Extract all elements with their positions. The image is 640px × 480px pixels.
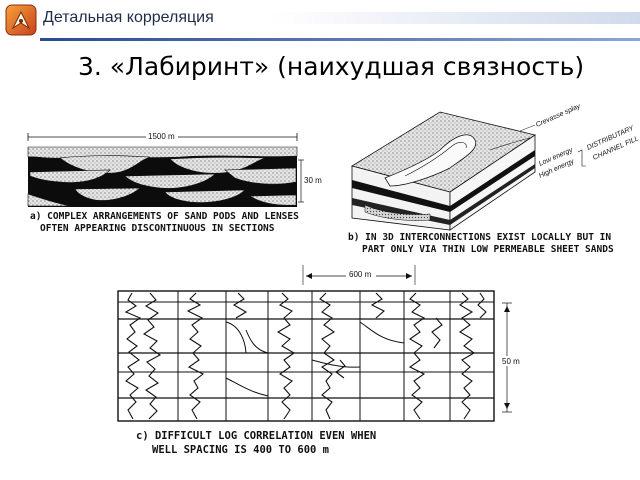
caption-c-line2: WELL SPACING IS 400 TO 600 m (152, 444, 329, 456)
figure-c: 600 m (117, 265, 524, 456)
scale-height-c: 50 m (502, 357, 520, 366)
caption-b-line2: PART ONLY VIA THIN LOW PERMEABLE SHEET S… (362, 244, 614, 255)
slide-title: 3. «Лабиринт» (наихудшая связность) (78, 52, 585, 81)
figure-a: 1500 m 30 m a) COMPLEX ARRANGEMENTS OF S… (27, 131, 322, 234)
log-panel (117, 290, 495, 422)
slide-header: Детальная корреляция (0, 0, 640, 41)
caption-c-line1: c) DIFFICULT LOG CORRELATION EVEN WHEN (136, 430, 376, 442)
header-band (270, 12, 640, 24)
figure-b: Crevasse splay Low energy High energy DI… (348, 103, 640, 255)
caption-a-line2: OFTEN APPEARING DISCONTINUOUS IN SECTION… (40, 223, 275, 234)
caption-b-line1: b) IN 3D INTERCONNECTIONS EXIST LOCALLY … (348, 232, 611, 243)
header-divider (40, 38, 640, 41)
scale-label-c: 600 m (349, 270, 372, 279)
scale-height-a: 30 m (304, 176, 322, 185)
label-crevasse: Crevasse splay (535, 103, 582, 129)
compass-logo-icon (5, 4, 37, 36)
header-title: Детальная корреляция (43, 9, 214, 26)
well-log-traces (124, 292, 487, 420)
scale-label-a: 1500 m (148, 132, 175, 141)
caption-a-line1: a) COMPLEX ARRANGEMENTS OF SAND PODS AND… (30, 211, 299, 222)
